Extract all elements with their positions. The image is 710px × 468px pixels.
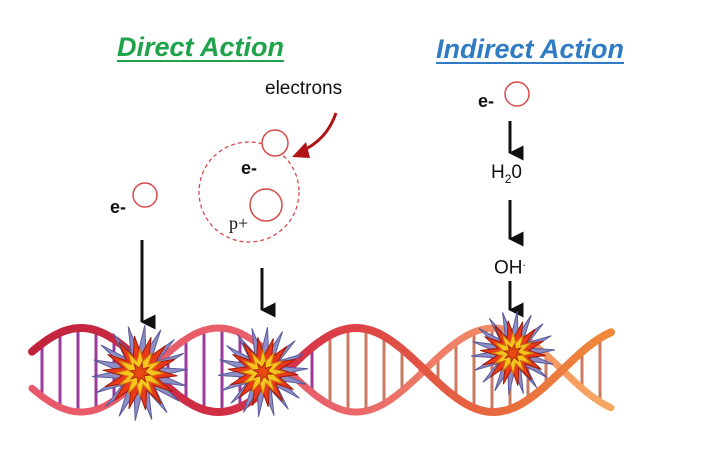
- hydroxyl-text: OH: [494, 257, 523, 279]
- water-end: 0: [511, 162, 522, 183]
- burst-layer: [128, 361, 152, 385]
- atom-outline: [198, 141, 300, 243]
- proton-label: p+: [229, 213, 249, 233]
- electron-circle-icon: [132, 182, 158, 208]
- direct-action-title: Direct Action: [117, 32, 285, 62]
- electrons-label: electrons: [265, 78, 343, 99]
- water-base: H: [491, 162, 505, 183]
- electron-label-atom: e-: [241, 158, 258, 178]
- damage-burst-icon: [91, 325, 189, 421]
- water-subscript: 2: [504, 171, 512, 186]
- hydroxyl-radical-dot: .: [522, 255, 526, 269]
- electron-label-left: e-: [110, 197, 127, 217]
- electron-circle-icon: [504, 81, 530, 107]
- damage-burst-icon: [217, 327, 309, 417]
- electron-circle-icon: [261, 129, 289, 157]
- burst-layer: [502, 342, 524, 364]
- proton-circle-icon: [249, 188, 283, 222]
- hydroxyl-label: OH.: [494, 255, 526, 279]
- damage-burst-icon: [470, 311, 556, 395]
- indirect-action-title: Indirect Action: [436, 34, 625, 64]
- curved-pointer-arrowhead: [292, 142, 310, 158]
- water-label: H20: [491, 162, 522, 186]
- burst-layer: [251, 360, 275, 384]
- electron-label-right: e-: [478, 91, 495, 111]
